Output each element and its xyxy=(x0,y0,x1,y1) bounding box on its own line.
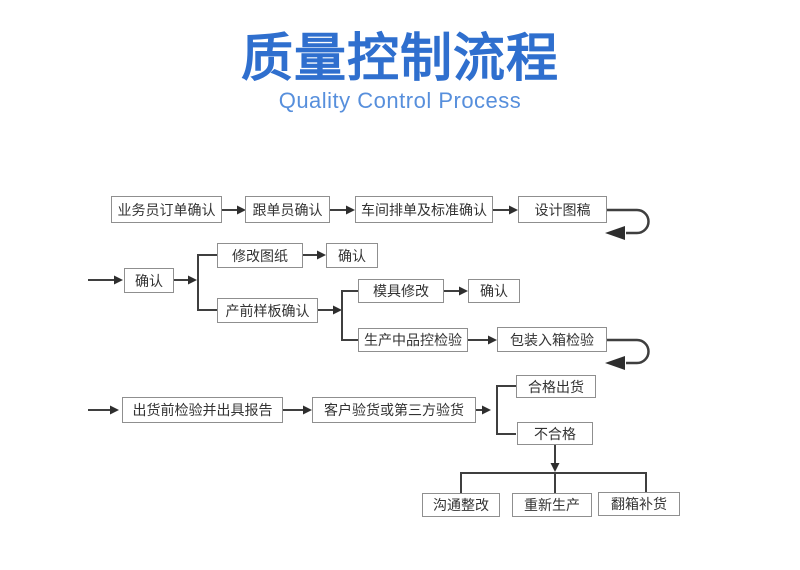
flow-node-mold-modification: 模具修改 xyxy=(358,279,444,303)
flow-node-confirm-drawing: 确认 xyxy=(326,243,378,268)
arrow-icon xyxy=(444,286,468,296)
page-subtitle: Quality Control Process xyxy=(278,88,522,113)
flow-node-sales-order-confirm: 业务员订单确认 xyxy=(111,196,222,223)
loop-arrow-icon xyxy=(605,338,650,370)
flow-node-confirm-after-design: 确认 xyxy=(124,268,174,293)
flow-node-in-process-qc: 生产中品控检验 xyxy=(358,328,468,352)
flow-node-re-production: 重新生产 xyxy=(512,493,592,517)
flow-node-packing-inspection: 包装入箱检验 xyxy=(497,327,607,352)
arrow-down-icon xyxy=(550,445,560,472)
flow-node-customer-third-party-inspection: 客户验货或第三方验货 xyxy=(312,397,476,423)
branch-bracket xyxy=(197,254,217,311)
flow-node-workshop-schedule-confirm: 车间排单及标准确认 xyxy=(355,196,493,223)
arrow-icon xyxy=(468,335,497,345)
flow-node-merchandiser-confirm: 跟单员确认 xyxy=(245,196,330,223)
arrow-icon xyxy=(493,205,518,215)
arrow-icon xyxy=(222,205,246,215)
arrow-icon xyxy=(330,205,355,215)
flow-node-design-draft: 设计图稿 xyxy=(518,196,607,223)
flow-node-confirm-mold: 确认 xyxy=(468,279,520,303)
branch-bracket xyxy=(496,385,516,435)
arrow-icon xyxy=(174,275,197,285)
flow-node-preshipment-inspection-report: 出货前检验并出具报告 xyxy=(122,397,283,423)
arrow-icon xyxy=(88,405,119,415)
page-title: 质量控制流程 xyxy=(240,30,559,88)
arrow-icon xyxy=(283,405,312,415)
flow-node-communicate-rectify: 沟通整改 xyxy=(422,493,500,517)
loop-arrow-icon xyxy=(605,208,650,240)
arrow-icon xyxy=(476,405,491,415)
arrow-icon xyxy=(88,275,123,285)
distributor-bracket xyxy=(460,472,647,493)
flow-node-repack-replenish: 翻箱补货 xyxy=(598,492,680,516)
flow-node-qualified-shipment: 合格出货 xyxy=(516,375,596,398)
arrow-icon xyxy=(303,250,326,260)
branch-bracket xyxy=(341,290,358,341)
arrow-icon xyxy=(318,305,342,315)
flow-node-preproduction-sample-confirm: 产前样板确认 xyxy=(217,298,318,323)
flow-node-unqualified: 不合格 xyxy=(517,422,593,445)
flow-node-revise-drawing: 修改图纸 xyxy=(217,243,303,268)
